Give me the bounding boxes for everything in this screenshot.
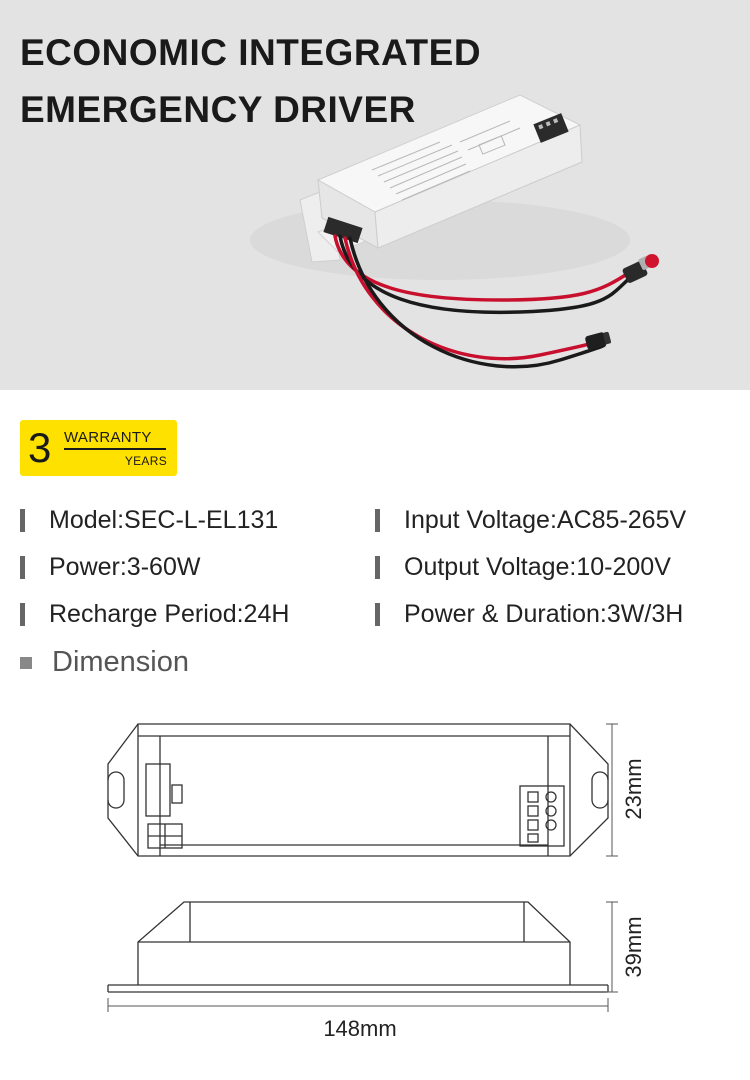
warranty-badge: 3 WARRANTY YEARS xyxy=(20,420,177,476)
width-label: 148mm xyxy=(323,1016,397,1041)
bullet-bar xyxy=(375,509,380,532)
warranty-number: 3 xyxy=(28,424,52,471)
test-push-button xyxy=(622,254,659,283)
warranty-word: WARRANTY xyxy=(64,429,152,446)
square-bullet-icon xyxy=(20,656,32,669)
height-label-side: 39mm xyxy=(621,916,646,978)
warranty-divider xyxy=(64,448,166,450)
bullet-bar xyxy=(20,603,25,626)
side-view-drawing xyxy=(107,901,609,993)
bullet-bar xyxy=(20,556,25,579)
spec-input-voltage: Input Voltage:AC85-265V xyxy=(375,506,686,535)
connector-plug xyxy=(585,331,612,350)
title-line-1: ECONOMIC INTEGRATED xyxy=(20,32,482,73)
driver-side-face xyxy=(374,124,583,249)
spec-output-voltage: Output Voltage:10-200V xyxy=(375,553,671,582)
spec-duration: Power & Duration:3W/3H xyxy=(375,600,683,629)
driver-label-print xyxy=(371,120,521,201)
spec-input-voltage-text: Input Voltage:AC85-265V xyxy=(404,506,687,534)
bullet-bar xyxy=(20,509,25,532)
product-title: ECONOMIC INTEGRATED EMERGENCY DRIVER xyxy=(20,24,481,138)
dimension-heading: Dimension xyxy=(20,646,189,679)
wires xyxy=(333,234,634,369)
spec-power-text: Power:3-60W xyxy=(49,553,201,581)
dimension-lines xyxy=(107,723,618,1012)
spec-power: Power:3-60W xyxy=(20,553,200,582)
top-view-drawing xyxy=(107,723,609,857)
spec-recharge-text: Recharge Period:24H xyxy=(49,600,290,628)
height-label-top: 23mm xyxy=(621,758,646,820)
product-photo xyxy=(250,94,659,369)
hero-banner: ECONOMIC INTEGRATED EMERGENCY DRIVER xyxy=(0,0,750,390)
spec-recharge: Recharge Period:24H xyxy=(20,600,289,629)
dimension-heading-text: Dimension xyxy=(52,646,189,678)
terminal-block-left xyxy=(323,216,363,244)
warranty-unit: YEARS xyxy=(124,454,167,468)
bullet-bar xyxy=(375,556,380,579)
spec-output-voltage-text: Output Voltage:10-200V xyxy=(404,553,671,581)
spec-model-text: Model:SEC-L-EL131 xyxy=(49,506,279,534)
title-line-2: EMERGENCY DRIVER xyxy=(20,89,416,130)
spec-duration-text: Power & Duration:3W/3H xyxy=(404,600,684,628)
spec-model: Model:SEC-L-EL131 xyxy=(20,506,278,535)
terminal-block-right xyxy=(533,113,569,143)
bullet-bar xyxy=(375,603,380,626)
